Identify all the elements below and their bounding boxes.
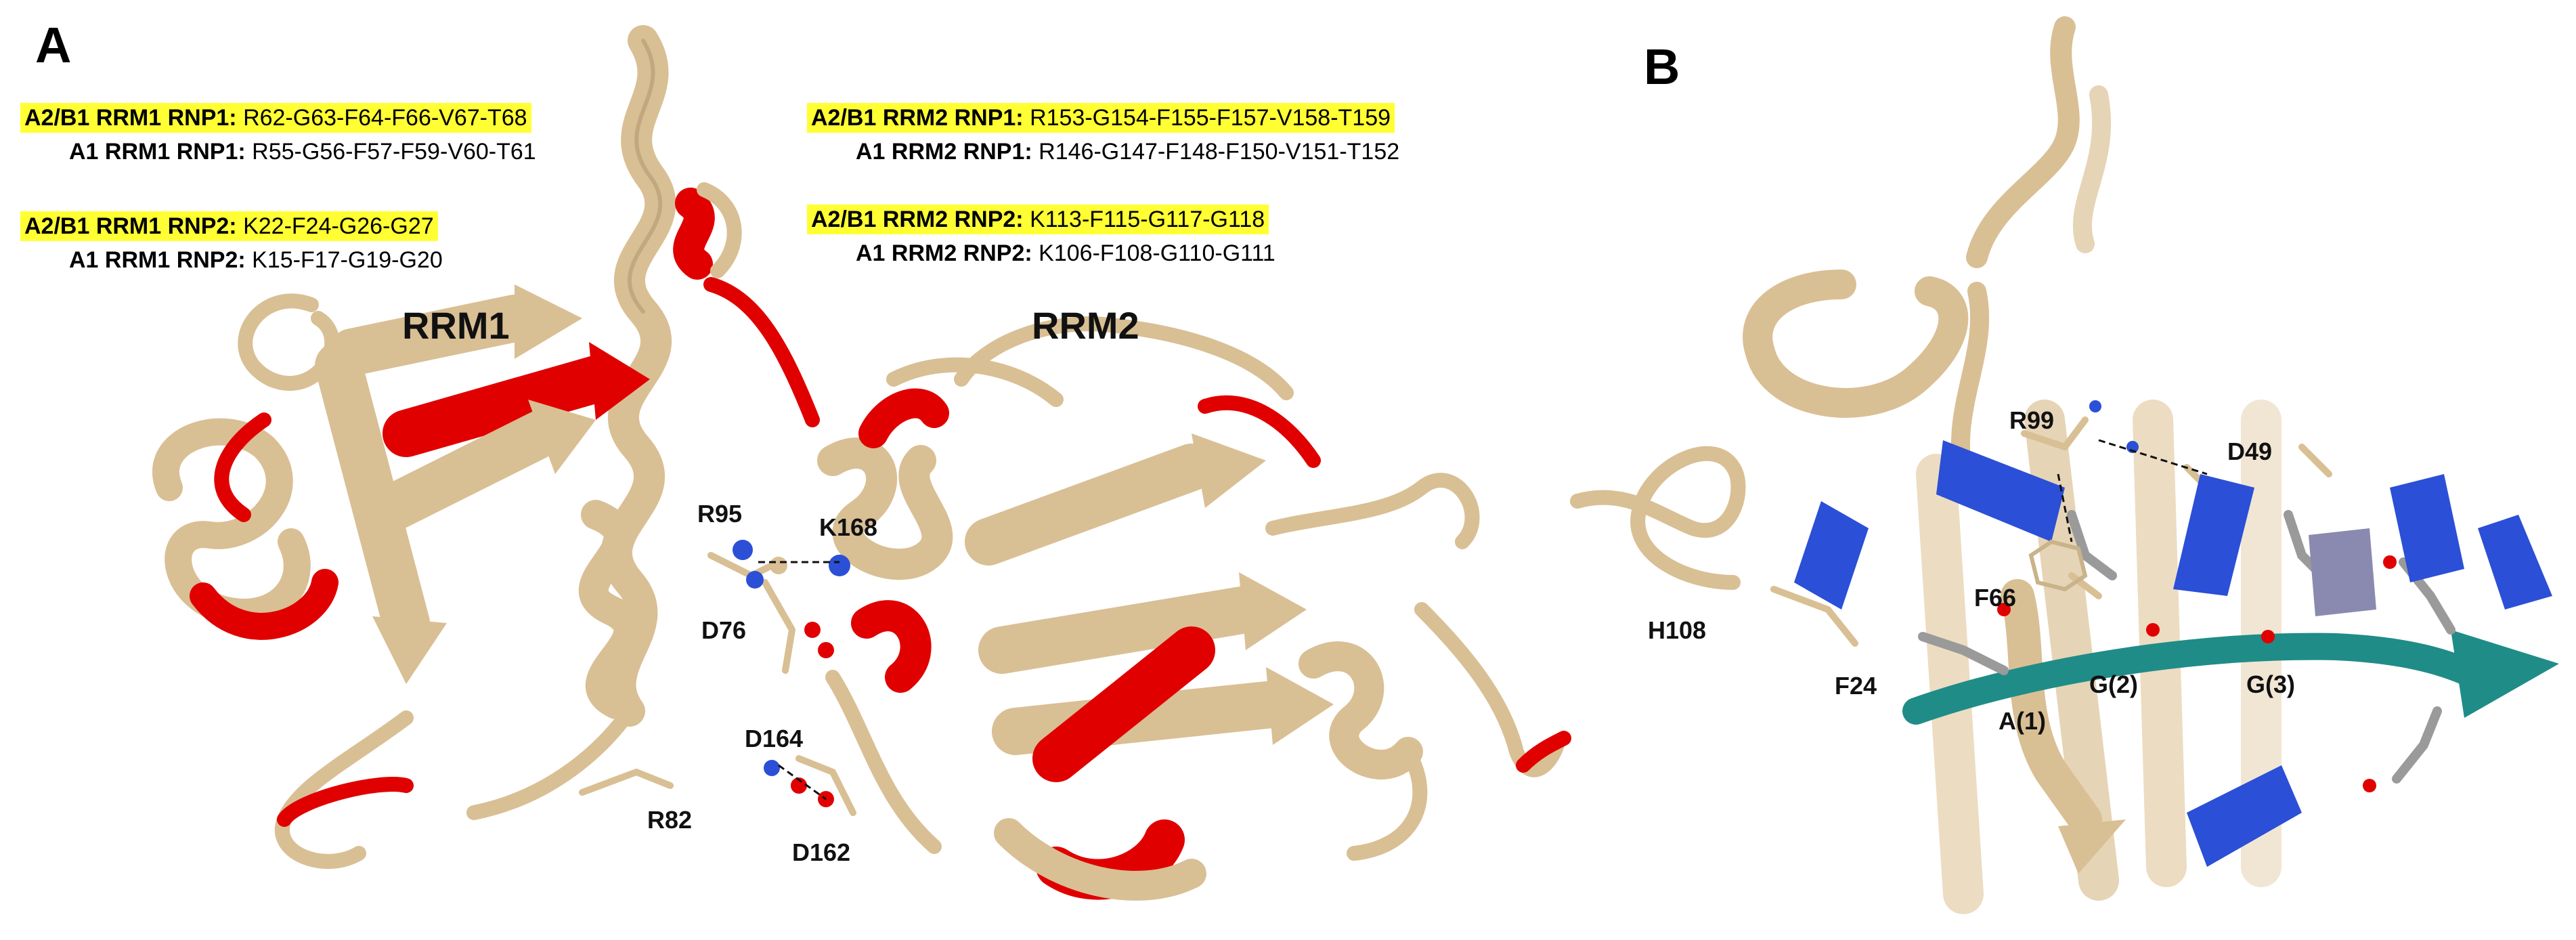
residue-label-g3: G(3)	[2246, 670, 2295, 698]
panel-b-bases	[1794, 400, 2552, 867]
residue-label-f66: F66	[1974, 584, 2017, 612]
motif-tag: A2/B1 RRM2 RNP2:	[811, 207, 1024, 232]
motif-rrm1-rnp1-a1: A1 RRM1 RNP1: R55-G56-F57-F59-V60-T61	[69, 137, 536, 167]
residue-label-r95: R95	[697, 500, 743, 528]
panel-a-atoms	[733, 540, 850, 807]
panel-a-ribbon	[152, 25, 1571, 901]
domain-label-rrm1: RRM1	[402, 304, 510, 347]
residue-label-r82: R82	[647, 806, 693, 834]
residue-label-f24: F24	[1835, 672, 1877, 700]
motif-tag: A1 RRM1 RNP2:	[69, 247, 246, 273]
residue-label-d162: D162	[792, 838, 851, 866]
panel-b-label: B	[1644, 39, 1680, 95]
motif-seq: R153-G154-F155-F157-V158-T159	[1030, 105, 1391, 131]
motif-tag: A1 RRM1 RNP1:	[69, 139, 246, 165]
motif-tag: A2/B1 RRM1 RNP1:	[24, 105, 237, 131]
residue-label-d76: D76	[701, 616, 747, 644]
motif-rrm2-rnp1-a1: A1 RRM2 RNP1: R146-G147-F148-F150-V151-T…	[856, 137, 1399, 167]
motif-seq: K106-F108-G110-G111	[1039, 240, 1275, 266]
motif-seq: K22-F24-G26-G27	[243, 213, 434, 239]
motif-tag: A1 RRM2 RNP2:	[856, 240, 1032, 266]
panel-a-label: A	[35, 17, 72, 73]
motif-tag: A1 RRM2 RNP1:	[856, 139, 1032, 165]
motif-rrm1-rnp1-a2b1: A2/B1 RRM1 RNP1: R62-G63-F64-F66-V67-T68	[20, 103, 531, 133]
residue-label-d164: D164	[745, 725, 804, 752]
motif-rrm2-rnp2-a2b1: A2/B1 RRM2 RNP2: K113-F115-G117-G118	[807, 205, 1269, 234]
residue-label-d49: D49	[2227, 437, 2273, 465]
motif-tag: A2/B1 RRM2 RNP1:	[811, 105, 1024, 131]
motif-tag: A2/B1 RRM1 RNP2:	[24, 213, 237, 239]
motif-seq: R146-G147-F148-F150-V151-T152	[1039, 139, 1400, 165]
residue-label-k168: K168	[819, 513, 878, 541]
motif-rrm1-rnp2-a2b1: A2/B1 RRM1 RNP2: K22-F24-G26-G27	[20, 211, 438, 241]
motif-seq: K113-F115-G117-G118	[1030, 207, 1265, 232]
motif-rrm2-rnp1-a2b1: A2/B1 RRM2 RNP1: R153-G154-F155-F157-V15…	[807, 103, 1395, 133]
motif-seq: R55-G56-F57-F59-V60-T61	[252, 139, 536, 165]
motif-seq: R62-G63-F64-F66-V67-T68	[243, 105, 527, 131]
residue-label-h108: H108	[1648, 616, 1707, 644]
residue-label-g2: G(2)	[2089, 670, 2138, 698]
residue-label-a1: A(1)	[1999, 707, 2046, 735]
motif-seq: K15-F17-G19-G20	[252, 247, 443, 273]
domain-label-rrm2: RRM2	[1032, 304, 1139, 347]
residue-label-r99: R99	[2009, 406, 2055, 434]
motif-rrm1-rnp2-a1: A1 RRM1 RNP2: K15-F17-G19-G20	[69, 245, 443, 275]
motif-rrm2-rnp2-a1: A1 RRM2 RNP2: K106-F108-G110-G111	[856, 238, 1275, 268]
